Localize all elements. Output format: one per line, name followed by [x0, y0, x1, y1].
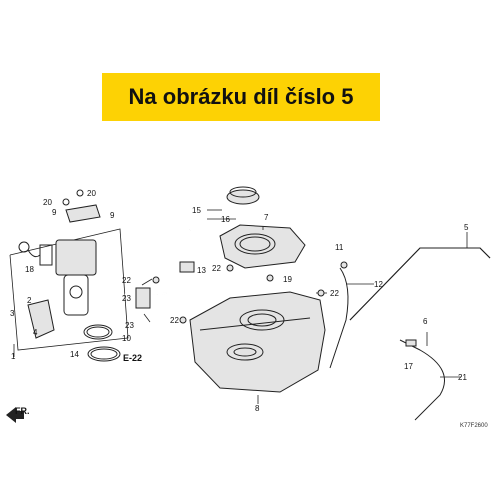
pump-bracket: [27, 299, 55, 339]
fuel-cap: [226, 186, 260, 205]
callout-19: 19: [283, 275, 292, 284]
callout-10: 10: [122, 334, 131, 343]
bolts: [152, 261, 348, 324]
callout-14: 14: [70, 350, 79, 359]
fuel-tank: [189, 291, 326, 393]
fuel-pump-assembly-frame: [9, 228, 129, 351]
callout-17: 17: [404, 362, 413, 371]
diagram-code: K77F2600: [460, 423, 488, 429]
callout-22-c: 22: [212, 264, 221, 273]
callout-15: 15: [192, 206, 201, 215]
callout-21: 21: [458, 373, 467, 382]
callout-8: 8: [255, 404, 260, 413]
callout-23-b: 23: [125, 321, 134, 330]
callout-9-left: 9: [52, 208, 57, 217]
callout-2: 2: [27, 296, 32, 305]
callout-7: 7: [264, 213, 269, 222]
callout-11: 11: [335, 243, 344, 252]
callout-23-a: 23: [122, 294, 131, 303]
callout-6: 6: [423, 317, 428, 326]
callout-3: 3: [10, 309, 15, 318]
banner-text: Na obrázku díl číslo 5: [128, 84, 354, 109]
callout-1: 1: [11, 352, 16, 361]
top-bracket: [62, 189, 101, 223]
callout-18: 18: [25, 265, 34, 274]
callout-20-right: 20: [87, 189, 96, 198]
breather-hose-12: [329, 267, 349, 369]
callout-16: 16: [221, 215, 230, 224]
tank-tray: [219, 224, 306, 269]
callout-5: 5: [464, 223, 469, 232]
seal-rings: [83, 324, 121, 362]
front-label: FR.: [15, 406, 30, 416]
leader-lines: [13, 209, 468, 404]
filler-pipe: [124, 229, 195, 309]
callout-13: 13: [197, 266, 206, 275]
reference-label: E-22: [123, 353, 142, 363]
callout-22-b: 22: [170, 316, 179, 325]
front-arrow-icon: [6, 407, 24, 423]
part-number-banner: Na obrázku díl číslo 5: [102, 73, 380, 121]
callout-20-left: 20: [43, 198, 52, 207]
fuel-pump: [18, 239, 97, 316]
callout-12: 12: [374, 280, 383, 289]
callout-22-d: 22: [330, 289, 339, 298]
callout-22-a: 22: [122, 276, 131, 285]
drain-hose-5: [349, 247, 491, 321]
callout-9-right: 9: [110, 211, 115, 220]
callout-4: 4: [33, 328, 38, 337]
drain-hose-21: [399, 339, 445, 421]
